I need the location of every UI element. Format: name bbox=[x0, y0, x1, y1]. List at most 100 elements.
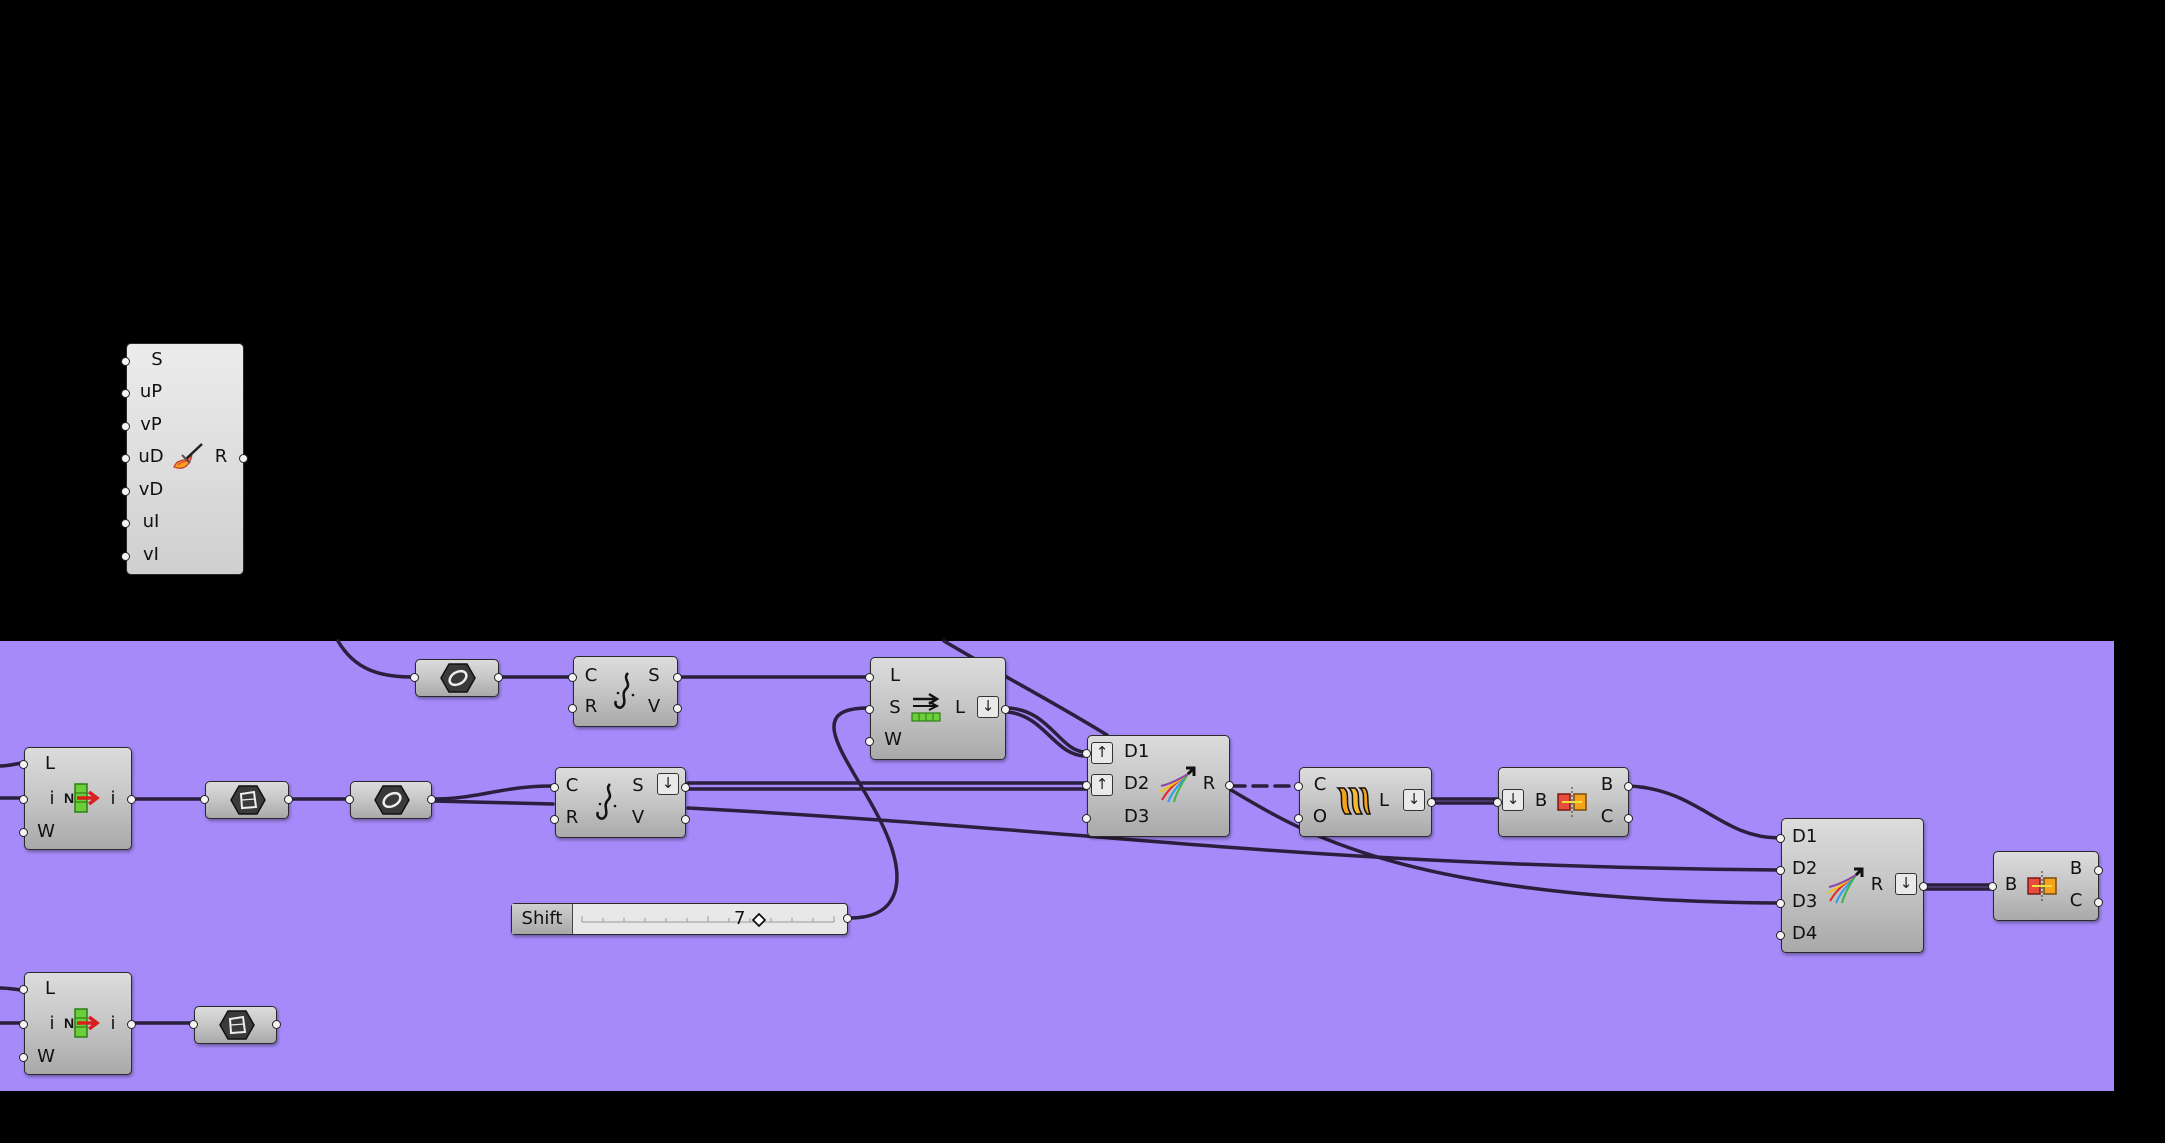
input-grip[interactable] bbox=[121, 552, 130, 561]
split-curve-component[interactable]: C R S V bbox=[568, 656, 682, 727]
input-grip[interactable] bbox=[121, 389, 130, 398]
graft-toggle-button[interactable]: ↑ bbox=[1091, 774, 1113, 796]
input-grip[interactable] bbox=[1988, 882, 1997, 891]
input-grip[interactable] bbox=[568, 704, 577, 713]
input-grip[interactable] bbox=[865, 673, 874, 682]
input-grip[interactable] bbox=[1776, 834, 1785, 843]
output-grip[interactable] bbox=[1919, 882, 1928, 891]
output-label-v: V bbox=[647, 696, 661, 717]
input-label-c: C bbox=[584, 665, 598, 686]
hex-param-icon bbox=[440, 663, 476, 693]
input-grip[interactable] bbox=[19, 1053, 28, 1062]
output-grip[interactable] bbox=[494, 673, 503, 682]
output-grip[interactable] bbox=[2094, 866, 2103, 875]
input-grip[interactable] bbox=[550, 815, 559, 824]
input-grip[interactable] bbox=[121, 422, 130, 431]
input-grip[interactable] bbox=[1776, 899, 1785, 908]
slider-handle-icon[interactable] bbox=[752, 913, 766, 927]
flame-brush-icon bbox=[173, 443, 203, 469]
list-item-component[interactable]: L i W i N bbox=[19, 747, 136, 850]
output-label-i: i bbox=[110, 788, 116, 809]
surface-parameter[interactable] bbox=[189, 1006, 281, 1044]
input-grip[interactable] bbox=[1082, 749, 1091, 758]
input-grip[interactable] bbox=[865, 705, 874, 714]
output-grip[interactable] bbox=[272, 1020, 281, 1029]
output-grip[interactable] bbox=[427, 795, 436, 804]
split-curve-component[interactable]: C R S V ↓ bbox=[550, 767, 690, 838]
input-grip[interactable] bbox=[189, 1020, 198, 1029]
flatten-toggle-button[interactable]: ↓ bbox=[977, 696, 999, 718]
shift-number-slider[interactable]: Shift 7 bbox=[511, 903, 852, 935]
flatten-toggle-button[interactable]: ↓ bbox=[1502, 789, 1524, 811]
input-label-b: B bbox=[1534, 790, 1548, 811]
input-grip[interactable] bbox=[1294, 782, 1303, 791]
output-grip[interactable] bbox=[1624, 814, 1633, 823]
input-grip[interactable] bbox=[121, 454, 130, 463]
surface-parameter[interactable] bbox=[200, 781, 293, 819]
output-grip[interactable] bbox=[239, 454, 248, 463]
hex-param-icon bbox=[219, 1010, 255, 1040]
output-label-c: C bbox=[1600, 806, 1614, 827]
input-grip[interactable] bbox=[1294, 814, 1303, 823]
brep-join-component[interactable]: ↓ B B C bbox=[1493, 767, 1633, 837]
flatten-toggle-button[interactable]: ↓ bbox=[657, 773, 679, 795]
curve-parameter[interactable] bbox=[410, 659, 503, 697]
curve-parameter[interactable] bbox=[345, 781, 436, 819]
input-grip[interactable] bbox=[568, 673, 577, 682]
input-grip[interactable] bbox=[1776, 866, 1785, 875]
input-grip[interactable] bbox=[121, 519, 130, 528]
output-grip[interactable] bbox=[1624, 782, 1633, 791]
input-grip[interactable] bbox=[19, 795, 28, 804]
input-grip[interactable] bbox=[550, 783, 559, 792]
input-label-l: L bbox=[44, 753, 56, 774]
output-grip[interactable] bbox=[673, 704, 682, 713]
input-label-ud: uD bbox=[138, 446, 164, 467]
slider-track[interactable] bbox=[578, 908, 840, 930]
flatten-toggle-button[interactable]: ↓ bbox=[1403, 789, 1425, 811]
input-grip[interactable] bbox=[865, 737, 874, 746]
brep-join-icon bbox=[2027, 871, 2057, 901]
brep-join-component[interactable]: B B C bbox=[1988, 851, 2103, 921]
graft-toggle-button[interactable]: ↑ bbox=[1091, 742, 1113, 764]
output-grip[interactable] bbox=[673, 673, 682, 682]
output-grip[interactable] bbox=[127, 1020, 136, 1029]
input-label-o: O bbox=[1312, 806, 1328, 827]
input-label-d1: D1 bbox=[1792, 826, 1818, 847]
output-grip[interactable] bbox=[843, 914, 852, 923]
output-grip[interactable] bbox=[1427, 798, 1436, 807]
merge-component[interactable]: D1 D2 D3 D4 R ↓ bbox=[1776, 818, 1928, 953]
loft-component[interactable]: C O L ↓ bbox=[1294, 767, 1436, 837]
output-grip[interactable] bbox=[1001, 705, 1010, 714]
input-label-vi: vI bbox=[143, 544, 159, 565]
input-grip[interactable] bbox=[121, 487, 130, 496]
output-grip[interactable] bbox=[1225, 781, 1234, 790]
merge-component[interactable]: ↑ ↑ D1 D2 D3 R bbox=[1082, 735, 1234, 837]
input-grip[interactable] bbox=[121, 357, 130, 366]
output-label-i: i bbox=[110, 1013, 116, 1034]
input-grip[interactable] bbox=[19, 828, 28, 837]
input-grip[interactable] bbox=[19, 1020, 28, 1029]
output-grip[interactable] bbox=[127, 795, 136, 804]
input-grip[interactable] bbox=[19, 985, 28, 994]
flatten-toggle-button[interactable]: ↓ bbox=[1895, 873, 1917, 895]
input-grip[interactable] bbox=[1493, 798, 1502, 807]
list-item-component[interactable]: L i W i N bbox=[19, 972, 136, 1075]
input-grip[interactable] bbox=[410, 673, 419, 682]
input-grip[interactable] bbox=[200, 795, 209, 804]
output-grip[interactable] bbox=[2094, 898, 2103, 907]
shift-list-component[interactable]: L S W L ↓ bbox=[865, 657, 1010, 760]
output-grip[interactable] bbox=[681, 815, 690, 824]
curve-split-icon bbox=[596, 783, 617, 820]
input-grip[interactable] bbox=[1776, 931, 1785, 940]
input-grip[interactable] bbox=[1082, 814, 1091, 823]
output-label-b: B bbox=[2069, 858, 2083, 879]
output-grip[interactable] bbox=[284, 795, 293, 804]
input-label-d3: D3 bbox=[1792, 891, 1818, 912]
surface-box-component[interactable]: S uP vP uD vD uI vI R bbox=[121, 343, 248, 575]
input-grip[interactable] bbox=[19, 760, 28, 769]
input-grip[interactable] bbox=[1082, 781, 1091, 790]
output-grip[interactable] bbox=[681, 783, 690, 792]
input-grip[interactable] bbox=[345, 795, 354, 804]
output-label-b: B bbox=[1600, 774, 1614, 795]
